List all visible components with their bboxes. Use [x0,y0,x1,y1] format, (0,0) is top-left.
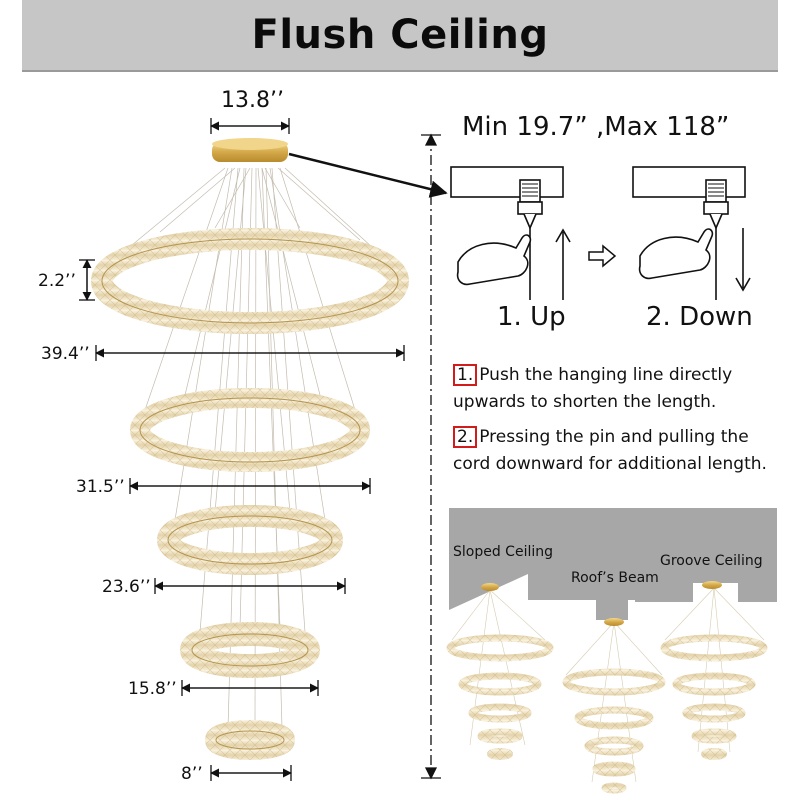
instruction-1-line2: upwards to shorten the length. [453,392,717,412]
height-range-line [421,133,441,780]
ring5-diameter-label: 8’’ [181,764,203,784]
adjust-detail-up [450,166,571,300]
instruction-1: 1.Push the hanging line directly upwards… [453,362,732,416]
adjust-detail-down [632,166,751,300]
instruction-2-line2: cord downward for additional length. [453,454,767,474]
crystal-ring-4 [180,622,320,678]
instruction-2-line1: Pressing the pin and pulling the [479,427,749,447]
sloped-ceiling-label: Sloped Ceiling [453,544,553,560]
groove-ceiling-label: Groove Ceiling [660,553,763,569]
step-arrow-icon [588,244,617,268]
crystal-ring-3 [157,505,343,575]
canopy [212,138,288,162]
ring1-diameter-label: 39.4’’ [41,344,90,364]
dimension-lines [79,118,405,781]
crystal-ring-2 [130,388,370,472]
roof-beam-label: Roof’s Beam [571,570,659,586]
instruction-2: 2.Pressing the pin and pulling the cord … [453,424,767,478]
step-up-label: 1. Up [497,302,566,332]
ring-height-label: 2.2’’ [38,271,76,291]
detail-pointer-arrow [288,152,448,198]
page-title: Flush Ceiling [251,12,549,58]
crystal-ring-1 [91,228,409,334]
ring3-diameter-label: 23.6’’ [102,577,151,597]
instruction-1-line1: Push the hanging line directly [479,365,733,385]
ring2-diameter-label: 31.5’’ [76,477,125,497]
step-down-label: 2. Down [646,302,753,332]
canopy-width-label: 13.8’’ [221,88,284,113]
instruction-1-number: 1. [453,364,478,386]
instruction-2-number: 2. [453,426,478,448]
ring4-diameter-label: 15.8’’ [128,679,177,699]
ceiling-types-diagram [446,508,777,794]
crystal-ring-5 [205,720,295,760]
header-band: Flush Ceiling [22,0,778,72]
height-range-heading: Min 19.7” ,Max 118” [462,112,730,142]
